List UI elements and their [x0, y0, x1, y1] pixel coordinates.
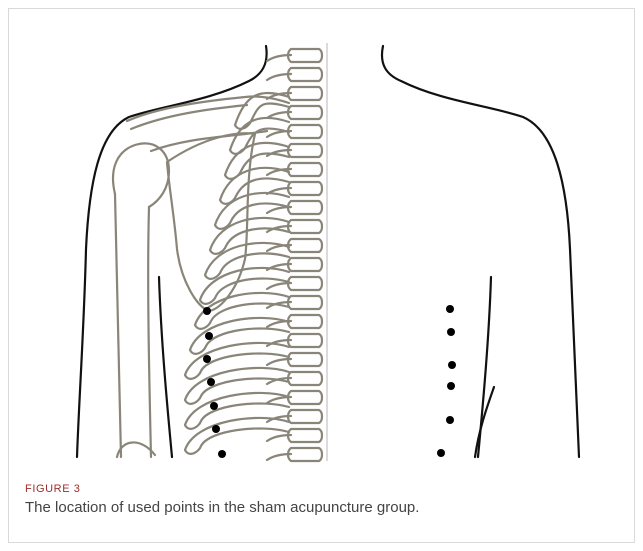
clavicle-lower: [131, 105, 247, 129]
left-arm-inner-line: [159, 277, 172, 457]
vertebra: [288, 239, 322, 252]
acupuncture-points: [203, 305, 456, 458]
rib: [235, 93, 289, 129]
acupuncture-point-right: [447, 328, 455, 336]
acupuncture-point-right: [447, 382, 455, 390]
vertebra: [288, 372, 322, 385]
vertebra: [288, 125, 322, 138]
vertebra: [288, 49, 322, 62]
acupuncture-point-left: [203, 355, 211, 363]
vertebra: [288, 296, 322, 309]
elbow-curve: [117, 442, 155, 457]
acupuncture-point-left: [210, 402, 218, 410]
acupuncture-point-left: [207, 378, 215, 386]
vertebra: [288, 201, 322, 214]
vertebra: [288, 429, 322, 442]
humerus-outer: [115, 194, 121, 457]
acupuncture-point-left: [205, 332, 213, 340]
vertebra: [288, 144, 322, 157]
humerus-head: [113, 143, 169, 207]
rib: [210, 218, 289, 254]
vertebra: [288, 391, 322, 404]
vertebra: [288, 353, 322, 366]
acupuncture-point-left: [212, 425, 220, 433]
vertebra: [288, 410, 322, 423]
figure-label: FIGURE 3: [25, 483, 81, 495]
rib: [220, 168, 289, 204]
back-anatomy-illustration: [9, 9, 636, 479]
acupuncture-point-right: [446, 305, 454, 313]
vertebra: [288, 87, 322, 100]
vertebra: [288, 106, 322, 119]
acupuncture-point-left: [203, 307, 211, 315]
vertebra: [288, 68, 322, 81]
vertebra: [288, 277, 322, 290]
rib: [215, 193, 289, 229]
body-outline: [77, 46, 579, 457]
acupuncture-point-right: [448, 361, 456, 369]
figure-caption: The location of used points in the sham …: [25, 499, 419, 516]
vertebra: [288, 163, 322, 176]
acupuncture-point-left: [218, 450, 226, 458]
skeleton-left-half: [113, 49, 322, 461]
vertebra: [288, 182, 322, 195]
acupuncture-point-right: [446, 416, 454, 424]
vertebra: [288, 334, 322, 347]
vertebra: [288, 220, 322, 233]
rib: [225, 143, 289, 179]
humerus-inner: [148, 207, 151, 457]
vertebra: [288, 315, 322, 328]
figure-container: FIGURE 3 The location of used points in …: [8, 8, 635, 543]
right-neck-shoulder-outline: [382, 46, 579, 457]
vertebra: [288, 258, 322, 271]
acupuncture-point-right: [437, 449, 445, 457]
rib: [230, 118, 289, 154]
right-waist-line: [475, 387, 494, 457]
vertebra: [288, 448, 322, 461]
